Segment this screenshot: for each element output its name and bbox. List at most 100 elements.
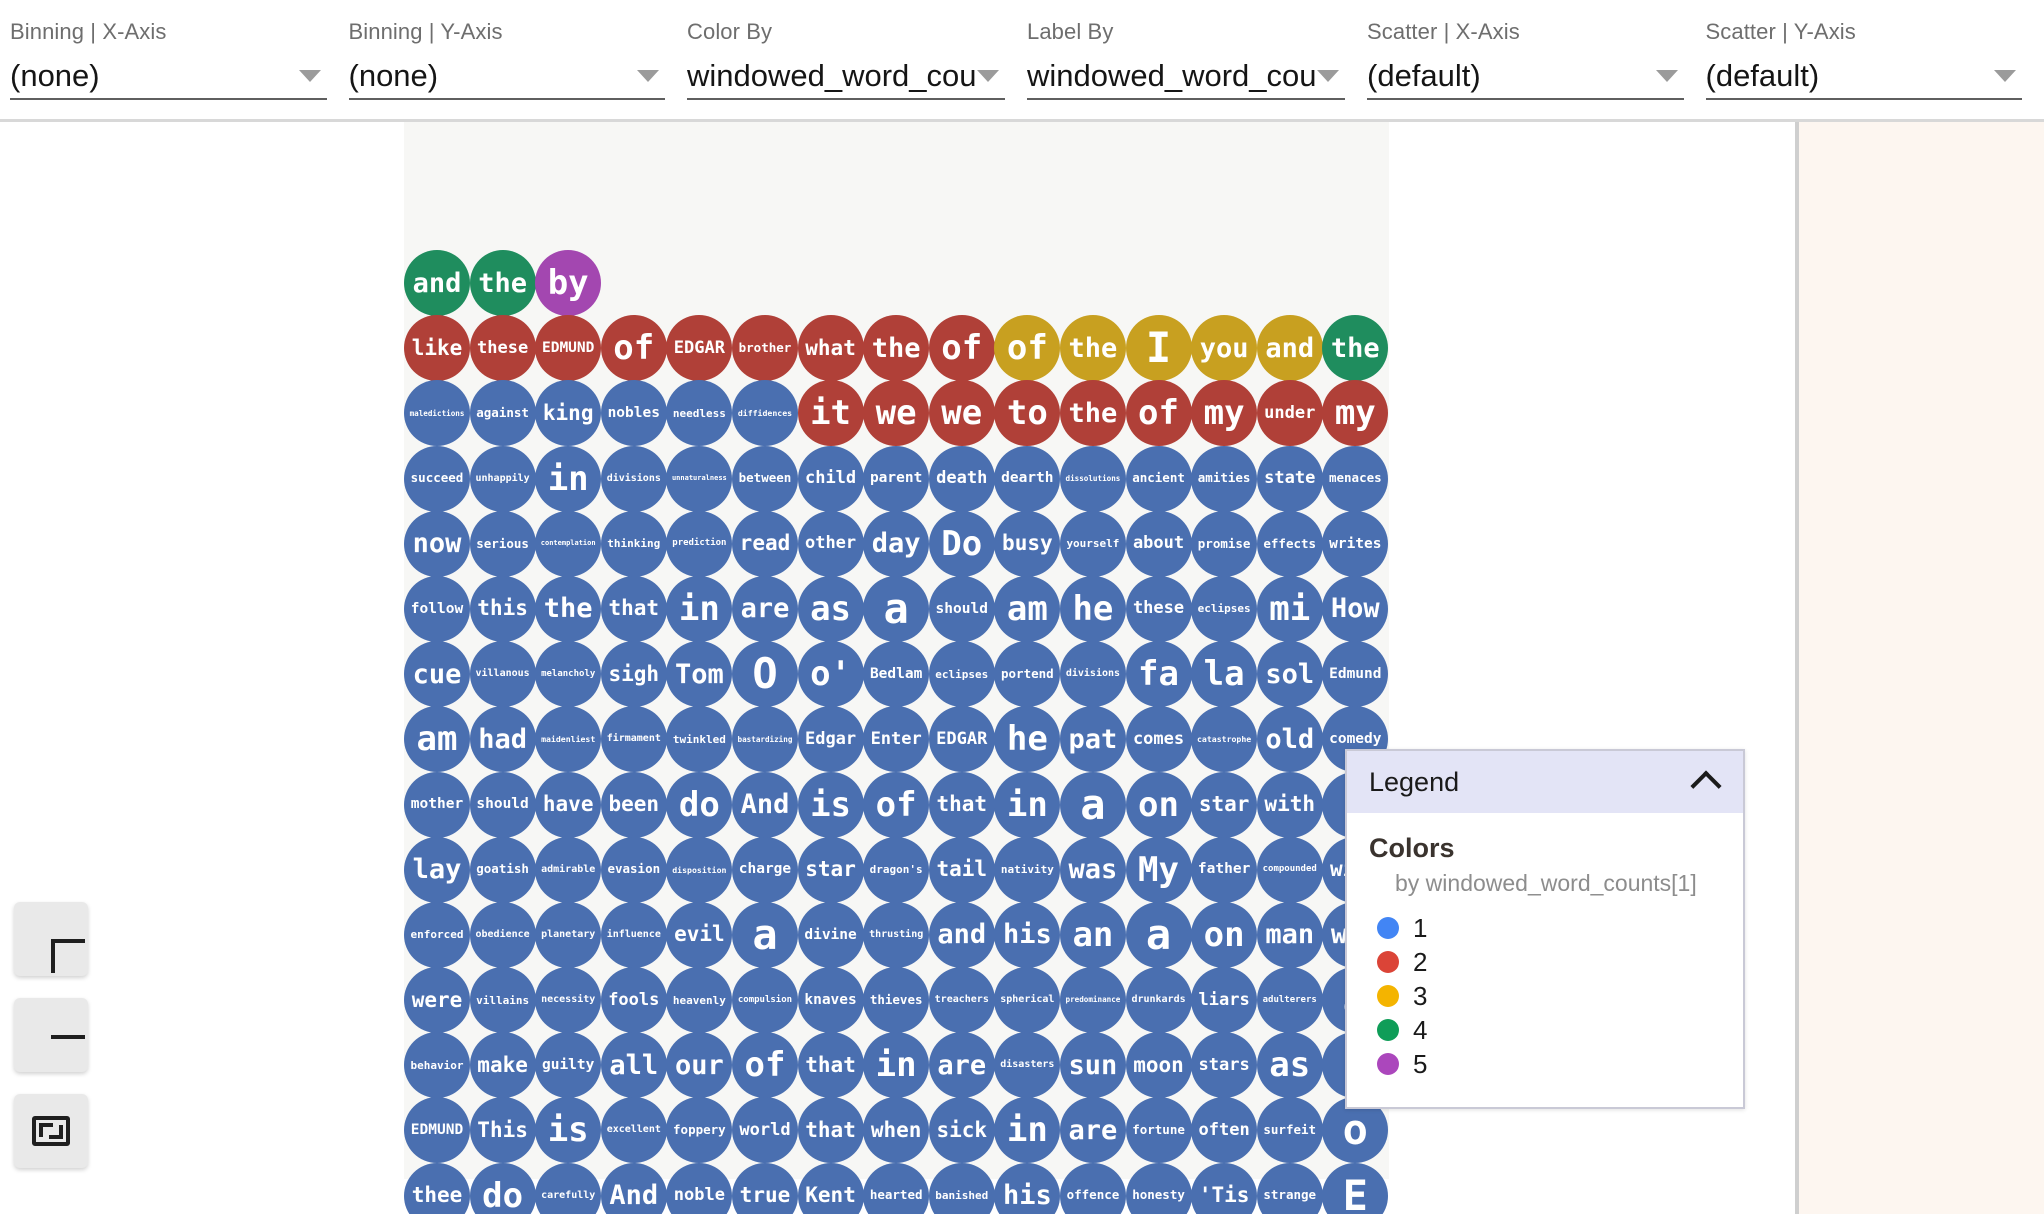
bubble-point[interactable]: are [928, 1032, 995, 1099]
bubble-point[interactable]: my [1322, 380, 1389, 447]
bubble-point[interactable]: been [600, 771, 667, 838]
bubble-point[interactable]: are [1059, 1097, 1126, 1164]
bubble-point[interactable]: eclipses [928, 641, 995, 708]
bubble-point[interactable]: dissolutions [1059, 445, 1126, 512]
bubble-point[interactable]: what [797, 315, 864, 382]
chevron-up-icon[interactable] [1690, 770, 1722, 802]
bubble-point[interactable]: cue [404, 641, 470, 708]
bubble-point[interactable]: are [731, 575, 798, 642]
bubble-point[interactable]: that [797, 1032, 864, 1099]
bubble-point[interactable]: were [404, 967, 470, 1034]
bubble-point[interactable]: world [731, 1097, 798, 1164]
bubble-point[interactable]: melancholy [535, 641, 602, 708]
bubble-point[interactable]: king [535, 380, 602, 447]
bubble-point[interactable]: thrusting [863, 901, 930, 968]
bubble-point[interactable]: had [469, 706, 536, 773]
bubble-point[interactable]: needless [666, 380, 733, 447]
bubble-point[interactable]: my [1191, 380, 1258, 447]
bubble-point[interactable]: parent [863, 445, 930, 512]
bubble-point[interactable]: guilty [535, 1032, 602, 1099]
bubble-point[interactable]: This [469, 1097, 536, 1164]
bubble-point[interactable]: necessity [535, 967, 602, 1034]
bubble-point[interactable]: in [535, 445, 602, 512]
legend-entry[interactable]: 4 [1377, 1013, 1721, 1047]
bubble-point[interactable]: noble [666, 1162, 733, 1214]
bubble-point[interactable]: treachers [928, 967, 995, 1034]
bubble-point[interactable]: read [731, 510, 798, 577]
bubble-point[interactable]: Kent [797, 1162, 864, 1214]
bubble-point[interactable]: sun [1059, 1032, 1126, 1099]
bubble-point[interactable]: evasion [600, 836, 667, 903]
bubble-point[interactable]: liars [1191, 967, 1258, 1034]
bubble-point[interactable]: Edmund [1322, 641, 1389, 708]
bubble-point[interactable]: villanous [469, 641, 536, 708]
bubble-point[interactable]: obedience [469, 901, 536, 968]
bubble-point[interactable]: in [994, 771, 1061, 838]
scatter-y-axis-select[interactable]: (default) [1705, 54, 2022, 100]
bubble-point[interactable]: is [535, 1097, 602, 1164]
bubble-point[interactable]: of [928, 315, 995, 382]
bubble-point[interactable]: of [1125, 380, 1192, 447]
bubble-point[interactable]: that [928, 771, 995, 838]
bubble-point[interactable]: o' [797, 641, 864, 708]
bubble-point[interactable]: admirable [535, 836, 602, 903]
bubble-point[interactable]: maledictions [404, 380, 470, 447]
bubble-point[interactable]: it [797, 380, 864, 447]
bubble-point[interactable]: mi [1256, 575, 1323, 642]
bubble-point[interactable]: to [994, 380, 1061, 447]
bubble-point[interactable]: in [666, 575, 733, 642]
bubble-point[interactable]: diffidences [731, 380, 798, 447]
bubble-point[interactable]: should [469, 771, 536, 838]
bubble-point[interactable]: planetary [535, 901, 602, 968]
bubble-point[interactable]: amities [1191, 445, 1258, 512]
bubble-point[interactable]: you [1191, 315, 1258, 382]
bubble-point[interactable]: thinking [600, 510, 667, 577]
bubble-point[interactable]: banished [928, 1162, 995, 1214]
bubble-point[interactable]: fools [600, 967, 667, 1034]
bubble-point[interactable]: excellent [600, 1097, 667, 1164]
bubble-point[interactable]: EDMUND [535, 315, 602, 382]
bubble-point[interactable]: now [404, 510, 470, 577]
bubble-point[interactable]: E [1322, 1162, 1389, 1214]
bubble-point[interactable]: make [469, 1032, 536, 1099]
bubble-point[interactable]: of [994, 315, 1061, 382]
bubble-point[interactable]: mother [404, 771, 470, 838]
bubble-point[interactable]: compounded [1256, 836, 1323, 903]
bubble-point[interactable]: pat [1059, 706, 1126, 773]
chevron-down-icon[interactable] [1994, 70, 2016, 82]
bubble-point[interactable]: father [1191, 836, 1258, 903]
bubble-point[interactable]: divisions [1059, 641, 1126, 708]
bubble-point[interactable]: in [863, 1032, 930, 1099]
bubble-point[interactable]: portend [994, 641, 1061, 708]
bubble-point[interactable]: catastrophe [1191, 706, 1258, 773]
bubble-point[interactable]: state [1256, 445, 1323, 512]
bubble-point[interactable]: true [731, 1162, 798, 1214]
bubble-point[interactable]: the [1059, 380, 1126, 447]
bubble-point[interactable]: the [1059, 315, 1126, 382]
bubble-point[interactable]: surfeit [1256, 1097, 1323, 1164]
bubble-point[interactable]: goatish [469, 836, 536, 903]
bubble-point[interactable]: child [797, 445, 864, 512]
color-by-select[interactable]: windowed_word_counts [687, 54, 1005, 100]
bubble-point[interactable]: a [1125, 901, 1192, 968]
bubble-point[interactable]: evil [666, 901, 733, 968]
binning-x-axis-select[interactable]: (none) [10, 54, 327, 100]
bubble-point[interactable]: strange [1256, 1162, 1323, 1214]
bubble-point[interactable]: prediction [666, 510, 733, 577]
bubble-point[interactable]: foppery [666, 1097, 733, 1164]
bubble-point[interactable]: do [469, 1162, 536, 1214]
bubble-point[interactable]: like [404, 315, 470, 382]
bubble-point[interactable]: sigh [600, 641, 667, 708]
bubble-point[interactable]: la [1191, 641, 1258, 708]
bubble-point[interactable]: and [404, 250, 470, 316]
bubble-point[interactable]: effects [1256, 510, 1323, 577]
bubble-point[interactable]: a [1059, 771, 1126, 838]
bubble-point[interactable]: and [928, 901, 995, 968]
bubble-point[interactable]: that [797, 1097, 864, 1164]
chevron-down-icon[interactable] [1317, 70, 1339, 82]
bubble-point[interactable]: a [731, 901, 798, 968]
chevron-down-icon[interactable] [298, 70, 321, 82]
bubble-point[interactable]: have [535, 771, 602, 838]
bubble-point[interactable]: on [1191, 901, 1258, 968]
bubble-point[interactable]: offence [1059, 1162, 1126, 1214]
